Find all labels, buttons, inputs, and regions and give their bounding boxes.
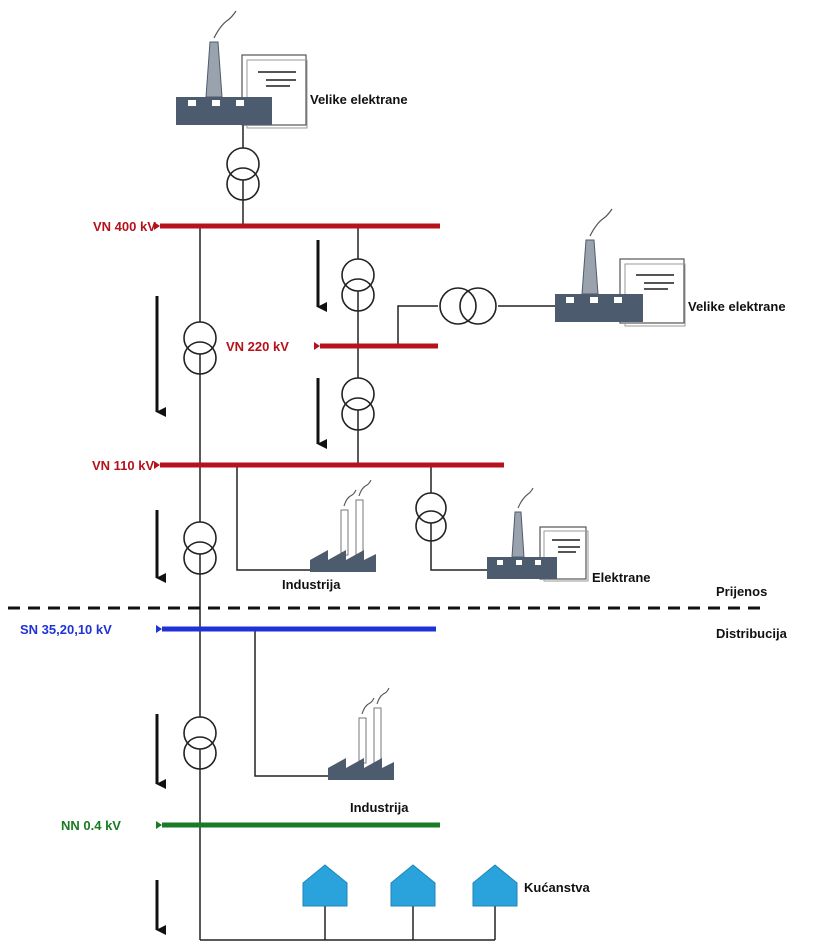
distribution-label: Distribucija <box>716 626 788 641</box>
transformer-top-icon <box>226 147 260 201</box>
bus-vn220-label: VN 220 kV <box>226 339 289 354</box>
transformer-vn400-vn220-icon <box>341 258 375 312</box>
bus-vn110-label: VN 110 kV <box>92 458 154 473</box>
industry-lower-icon <box>328 687 394 780</box>
sn-label-arrow <box>156 625 162 633</box>
industry-lower-label: Industrija <box>350 800 409 815</box>
power-plant-top-icon <box>176 10 308 129</box>
transformer-vn220-vn110-icon <box>341 377 375 431</box>
house-icon <box>472 864 518 907</box>
house-icon <box>390 864 436 907</box>
transformer-vn110-plant-icon <box>415 492 447 542</box>
big-plant-top-label: Velike elektrane <box>310 92 408 107</box>
industry-upper-icon <box>310 479 376 572</box>
power-plant-right-icon <box>555 208 686 327</box>
big-plant-right-label: Velike elektrane <box>688 299 786 314</box>
plant-small-label: Elektrane <box>592 570 651 585</box>
bus-nn-label: NN 0.4 kV <box>61 818 121 833</box>
bus-sn-label: SN 35,20,10 kV <box>20 622 112 637</box>
wiring <box>199 125 555 941</box>
bus-vn400-label: VN 400 kV <box>93 219 156 234</box>
flow-arrows <box>155 240 327 935</box>
industry-upper-label: Industrija <box>282 577 341 592</box>
transformer-vn400-vn110-icon <box>183 321 217 375</box>
nn-label-arrow <box>156 821 162 829</box>
transformer-vn220-plant-icon <box>439 287 497 325</box>
households-label: Kućanstva <box>524 880 591 895</box>
power-plant-small-icon <box>487 487 589 582</box>
transformer-sn-nn-icon <box>183 716 217 770</box>
households <box>302 864 518 907</box>
transmission-label: Prijenos <box>716 584 767 599</box>
transformer-vn110-sn-icon <box>183 521 217 575</box>
house-icon <box>302 864 348 907</box>
bus-label-arrows <box>154 222 320 469</box>
